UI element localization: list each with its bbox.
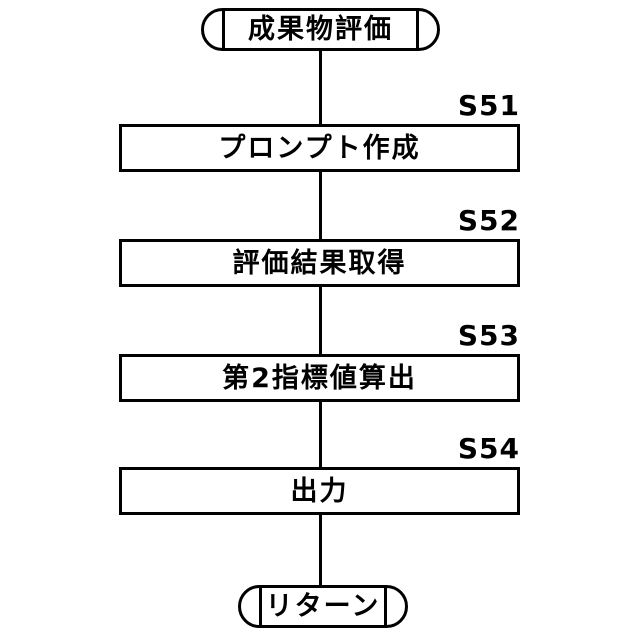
terminal-divider-right-icon xyxy=(416,8,419,51)
process-box-s54-label: 出力 xyxy=(290,475,349,507)
connector-s52-to-s53 xyxy=(319,284,322,356)
connector-start-to-s51 xyxy=(319,50,322,126)
terminal-divider-left-icon xyxy=(259,585,262,628)
process-box-s54: 出力 xyxy=(119,467,520,515)
process-box-s53-label: 第2指標値算出 xyxy=(222,362,417,394)
process-box-s52-label: 評価結果取得 xyxy=(232,247,407,279)
process-box-s52: 評価結果取得 xyxy=(119,239,520,287)
start-terminal-node: 成果物評価 xyxy=(201,8,440,51)
end-terminal-label: リターン xyxy=(265,591,381,622)
terminal-divider-right-icon xyxy=(384,585,387,628)
process-box-s51: プロンプト作成 xyxy=(119,124,520,172)
step-id-s53: S53 xyxy=(457,319,520,352)
end-terminal-node: リターン xyxy=(238,585,408,628)
process-box-s53: 第2指標値算出 xyxy=(119,354,520,402)
process-box-s51-label: プロンプト作成 xyxy=(218,132,421,164)
connector-s51-to-s52 xyxy=(319,170,322,241)
terminal-divider-left-icon xyxy=(222,8,225,51)
connector-s53-to-s54 xyxy=(319,399,322,469)
step-id-s51: S51 xyxy=(457,89,520,122)
start-terminal-label: 成果物評価 xyxy=(248,14,393,45)
step-id-s52: S52 xyxy=(457,204,520,237)
connector-s54-to-end xyxy=(319,512,322,587)
step-id-s54: S54 xyxy=(457,432,520,465)
